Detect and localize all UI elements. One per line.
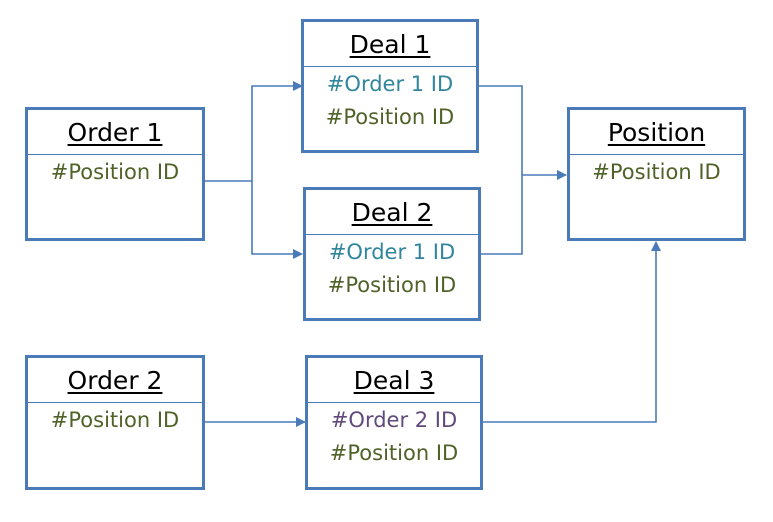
- line-deal1-to-position: [478, 85, 523, 175]
- deal1-position-id-field: #Position ID: [325, 105, 455, 129]
- deal2-position-id-field: #Position ID: [327, 273, 457, 297]
- position-position-id-field: #Position ID: [592, 160, 721, 184]
- order1-position-id-field: #Position ID: [50, 160, 180, 184]
- deal3-title: Deal 3: [308, 358, 480, 403]
- arrow-order1-to-deal2: [251, 181, 303, 259]
- order2-box: Order 2 #Position ID: [25, 355, 205, 490]
- line-deal2-to-position: [480, 175, 523, 255]
- arrow-order1-to-deal1: [205, 81, 303, 182]
- deal1-box: Deal 1 #Order 1 ID #Position ID: [301, 19, 479, 153]
- deal3-order2-id-field: #Order 2 ID: [330, 408, 458, 432]
- position-title: Position: [570, 110, 743, 155]
- deal2-title: Deal 2: [306, 190, 478, 235]
- order2-position-id-field: #Position ID: [50, 408, 180, 432]
- deal3-box: Deal 3 #Order 2 ID #Position ID: [305, 355, 483, 490]
- arrow-deal3-to-position: [483, 241, 661, 423]
- deal2-box: Deal 2 #Order 1 ID #Position ID: [303, 187, 481, 321]
- order2-title: Order 2: [28, 358, 202, 403]
- position-box: Position #Position ID: [567, 107, 746, 241]
- deal1-title: Deal 1: [304, 22, 476, 67]
- deal2-order1-id-field: #Order 1 ID: [328, 240, 456, 264]
- order1-box: Order 1 #Position ID: [25, 107, 205, 241]
- order1-title: Order 1: [28, 110, 202, 155]
- deal1-order1-id-field: #Order 1 ID: [326, 72, 454, 96]
- deal3-position-id-field: #Position ID: [329, 441, 459, 465]
